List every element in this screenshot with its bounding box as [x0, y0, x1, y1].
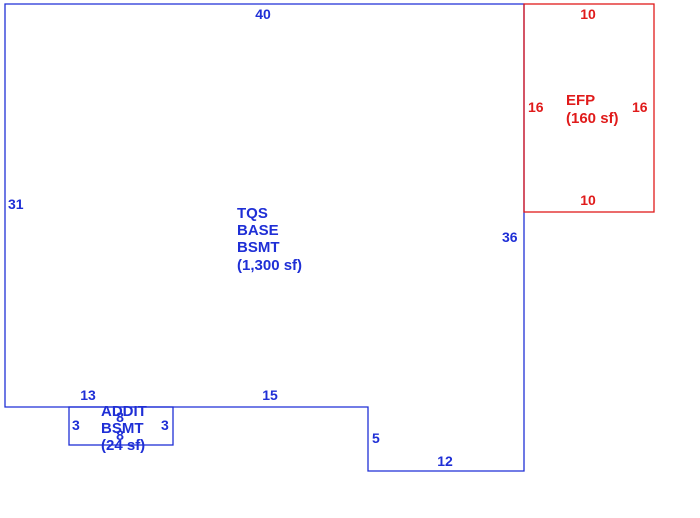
- dim-main-bottom-mid: 15: [262, 387, 278, 403]
- dim-addition-top: 8: [116, 409, 124, 425]
- main-area-label-2: BASE: [237, 222, 279, 239]
- dim-porch-right: 16: [632, 99, 648, 115]
- addition-area-label-2: BSMT: [101, 420, 144, 437]
- addition-area-label-3: (24 sf): [101, 437, 145, 454]
- dim-porch-top: 10: [580, 6, 596, 22]
- porch-area-label-2: (160 sf): [566, 110, 619, 127]
- dim-addition-bottom: 8: [116, 427, 124, 443]
- dim-porch-bottom: 10: [580, 192, 596, 208]
- dim-porch-left: 16: [528, 99, 544, 115]
- main-area-label-1: TQS: [237, 205, 268, 222]
- addition-area-label-1: ADDIT: [101, 403, 147, 420]
- porch-area-label-1: EFP: [566, 92, 595, 109]
- main-area-label-3: BSMT: [237, 239, 280, 256]
- dim-main-bottom-left: 13: [80, 387, 96, 403]
- dim-main-top: 40: [255, 6, 271, 22]
- dim-addition-left: 3: [72, 417, 80, 433]
- dim-main-step: 5: [372, 430, 380, 446]
- dim-main-left: 31: [8, 196, 24, 212]
- porch-outline: [523, 3, 655, 213]
- dim-main-right: 36: [502, 229, 518, 245]
- dim-main-bottom-right: 12: [437, 453, 453, 469]
- addition-outline: [68, 406, 174, 446]
- dim-addition-right: 3: [161, 417, 169, 433]
- main-area-label-4: (1,300 sf): [237, 257, 302, 274]
